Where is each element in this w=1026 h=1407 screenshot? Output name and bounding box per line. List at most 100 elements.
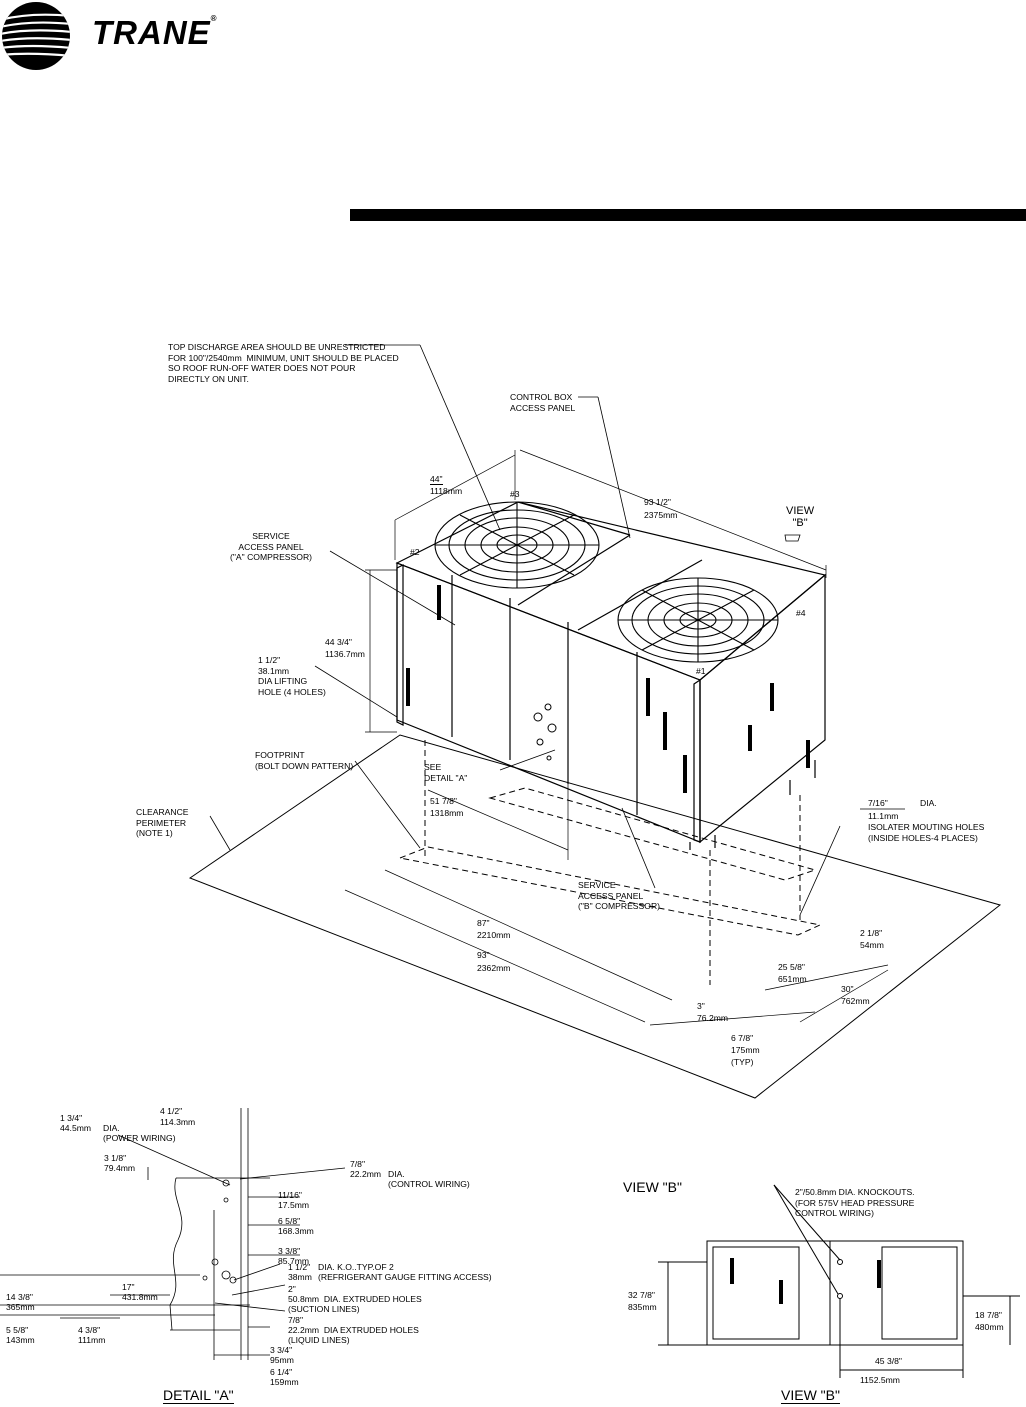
detail-17-mm: 431.8mm — [122, 1292, 158, 1302]
dim-25-in: 25 5/8" — [778, 962, 805, 972]
detail-11-16-in: 11/16" — [278, 1190, 302, 1200]
detail-3-1-8-in: 3 1/8" — [104, 1153, 127, 1163]
detail-6-1-4-mm: 159mm — [270, 1377, 299, 1387]
isolator-dia-text: DIA. — [920, 798, 937, 808]
dim-44-mm: 1118mm — [430, 486, 463, 496]
service-panel-a-label: SERVICE ACCESS PANEL ("A" COMPRESSOR) — [230, 531, 313, 562]
corner-1-label: #1 — [696, 666, 706, 676]
dim-6-7-8-in: 6 7/8" — [731, 1033, 754, 1043]
clearance-perimeter — [188, 734, 1002, 1099]
footprint-pattern — [398, 787, 822, 936]
view-b-32-mm: 835mm — [628, 1302, 657, 1312]
dim-87-mm: 2210mm — [477, 930, 511, 940]
detail-ctrl-in: 7/8" — [350, 1159, 365, 1169]
detail-ko-text: DIA. K.O..TYP.OF 2 (REFRIGERANT GAUGE FI… — [318, 1262, 492, 1282]
detail-5-5-8-mm: 143mm — [6, 1335, 35, 1345]
dim-3-in: 3" — [697, 1001, 705, 1011]
isolator-dia-mm: 11.1mm — [868, 811, 899, 821]
dim-93-mm: 2362mm — [477, 963, 511, 973]
see-detail-a-label: SEE DETAIL "A" — [424, 762, 468, 783]
isolator-dia-in: 7/16" — [868, 798, 888, 808]
detail-14-3-8-in: 14 3/8" — [6, 1292, 33, 1302]
detail-a-title: DETAIL "A" — [163, 1387, 234, 1404]
detail-a-drawing — [0, 1108, 346, 1360]
dim-30-in: 30" — [841, 984, 854, 994]
view-b-heading: VIEW "B" — [623, 1179, 682, 1195]
detail-11-16-mm: 17.5mm — [278, 1200, 310, 1210]
dim-93-in: 93" — [477, 950, 490, 960]
panel-louvers — [406, 585, 810, 793]
dim-2-1-8-in: 2 1/8" — [860, 928, 883, 938]
detail-17-in: 17" — [122, 1282, 135, 1292]
dimension-lines — [344, 449, 889, 1026]
detail-suction-in: 2" — [288, 1284, 296, 1294]
detail-4-3-8-in: 4 3/8" — [78, 1325, 101, 1335]
detail-liquid-in: 7/8" — [288, 1315, 303, 1325]
dim-6-7-8-mm: 175mm — [731, 1045, 760, 1055]
detail-liquid-text: 22.2mm DIA EXTRUDED HOLES (LIQUID LINES) — [288, 1325, 419, 1345]
corner-4-label: #4 — [796, 608, 806, 618]
detail-3-3-4-mm: 95mm — [270, 1355, 294, 1365]
detail-6-5-8-mm: 168.3mm — [278, 1226, 314, 1236]
top-discharge-note: TOP DISCHARGE AREA SHOULD BE UNRESTRICTE… — [168, 342, 399, 384]
detail-ctrl-text: DIA. (CONTROL WIRING) — [388, 1169, 470, 1189]
detail-14-3-8-mm: 365mm — [6, 1302, 35, 1312]
detail-power-text: DIA. (POWER WIRING) — [103, 1123, 176, 1143]
detail-3-3-8-in: 3 3/8" — [278, 1246, 301, 1256]
view-b-callout: VIEW "B" — [786, 505, 815, 529]
knockout-holes — [533, 703, 557, 761]
leader-lines — [209, 344, 905, 916]
view-b-title: VIEW "B" — [781, 1387, 840, 1404]
dim-25-mm: 651mm — [778, 974, 807, 984]
clearance-perimeter-label: CLEARANCE PERIMETER (NOTE 1) — [136, 807, 189, 838]
isolator-holes-label: ISOLATER MOUTING HOLES (INSIDE HOLES-4 P… — [868, 822, 985, 843]
fan-grille-3 — [434, 501, 600, 589]
detail-4-1-2-mm: 114.3mm — [160, 1117, 196, 1127]
view-b-18-in: 18 7/8" — [975, 1310, 1002, 1320]
detail-6-5-8-in: 6 5/8" — [278, 1216, 301, 1226]
trane-wordmark: TRANE® — [92, 14, 218, 51]
detail-3-3-4-in: 3 3/4" — [270, 1345, 293, 1355]
corner-3-label: #3 — [510, 489, 520, 499]
condensing-unit-body — [395, 501, 827, 850]
detail-3-1-8-mm: 79.4mm — [104, 1163, 136, 1173]
lifting-hole-label: 1 1/2" 38.1mm DIA LIFTING HOLE (4 HOLES) — [258, 655, 326, 697]
dim-51-in: 51 7/8" — [430, 796, 457, 806]
detail-4-1-2-in: 4 1/2" — [160, 1106, 183, 1116]
detail-power-in: 1 3/4" — [60, 1113, 83, 1123]
view-b-18-mm: 480mm — [975, 1322, 1004, 1332]
detail-suction-text: 50.8mm DIA. EXTRUDED HOLES (SUCTION LINE… — [288, 1294, 422, 1314]
view-b-louvers — [730, 1258, 881, 1304]
dim-44-3-4-mm: 1136.7mm — [325, 649, 365, 659]
detail-ctrl-mm: 22.2mm — [350, 1169, 382, 1179]
detail-ko-mm: 38mm — [288, 1272, 312, 1282]
detail-5-5-8-in: 5 5/8" — [6, 1325, 29, 1335]
dim-44-3-4-in: 44 3/4" — [325, 637, 352, 647]
view-b-drawing — [658, 1184, 1020, 1378]
detail-power-mm: 44.5mm — [60, 1123, 92, 1133]
fan-grille-4 — [617, 577, 779, 663]
dim-30-mm: 762mm — [841, 996, 870, 1006]
control-box-label: CONTROL BOX ACCESS PANEL — [510, 392, 576, 413]
detail-3-3-8-mm: 85.7mm — [278, 1256, 310, 1266]
dim-2-1-8-mm: 54mm — [860, 940, 884, 950]
dim-51-mm: 1318mm — [430, 808, 464, 818]
view-b-arrow-icon — [784, 534, 801, 542]
dim-93-half-in: 93 1/2" — [644, 497, 671, 507]
detail-ko-in: 1 1/2" — [288, 1262, 311, 1272]
leg-projection-lines — [424, 740, 801, 985]
dim-44-in: 44" — [430, 474, 443, 485]
footprint-label: FOOTPRINT (BOLT DOWN PATTERN) — [255, 750, 354, 771]
dim-6-7-8-typ: (TYP) — [731, 1057, 754, 1067]
trane-logo: TRANE® — [0, 0, 230, 72]
view-b-45-in: 45 3/8" — [875, 1356, 902, 1366]
dim-87-in: 87" — [477, 918, 490, 928]
dim-3-mm: 76.2mm — [697, 1013, 729, 1023]
detail-6-1-4-in: 6 1/4" — [270, 1367, 293, 1377]
view-b-32-in: 32 7/8" — [628, 1290, 655, 1300]
view-b-45-mm: 1152.5mm — [860, 1375, 900, 1385]
dim-93-half-mm: 2375mm — [644, 510, 678, 520]
trane-globe-icon — [2, 2, 70, 70]
knockouts-label: 2"/50.8mm DIA. KNOCKOUTS. (FOR 575V HEAD… — [795, 1187, 915, 1218]
